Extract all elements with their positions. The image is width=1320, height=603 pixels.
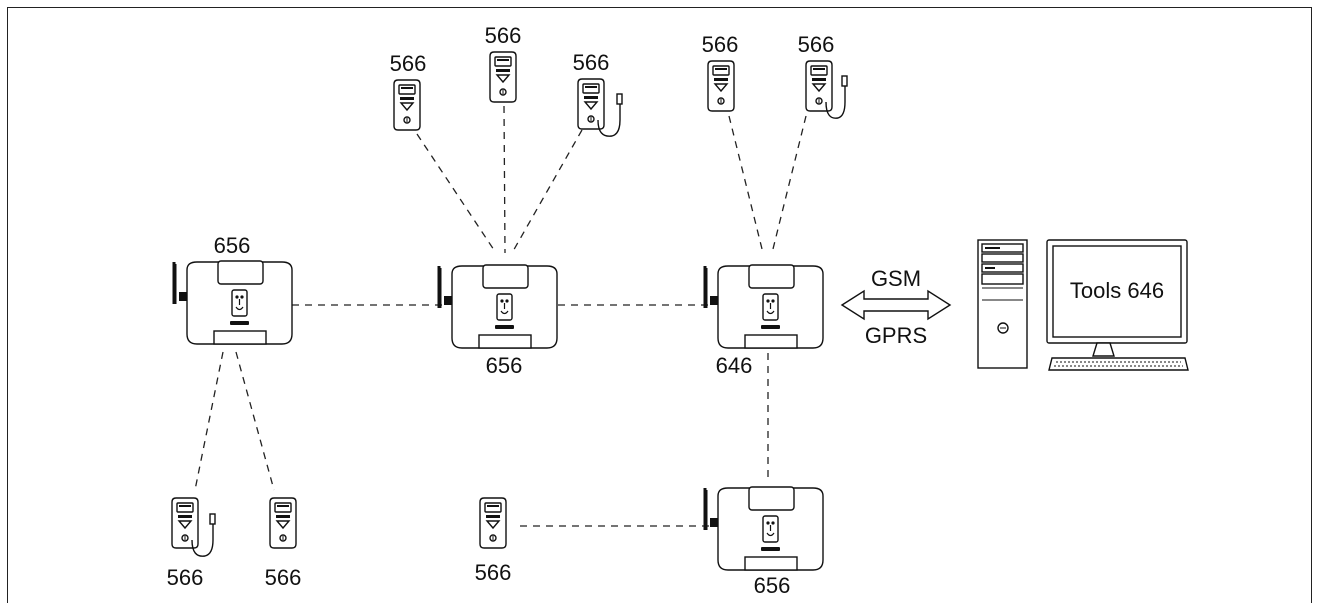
sensor-label: 566	[702, 32, 739, 57]
computer-tower-icon	[977, 239, 1028, 369]
links	[194, 105, 807, 527]
gsm-label: GSM	[871, 266, 921, 291]
sensor-bottom-3: 566	[475, 497, 512, 585]
double-arrow-icon	[840, 289, 952, 321]
sensor-label: 566	[390, 51, 427, 76]
gprs-label: GPRS	[865, 323, 927, 348]
sensor-top-3: 566	[573, 50, 623, 137]
link-sensor-1	[416, 133, 497, 254]
probe-sensor-icon	[577, 78, 605, 130]
link-sensor-4	[728, 115, 764, 254]
sensor-top-5: 566	[798, 32, 848, 119]
sensor-label: 566	[485, 23, 522, 48]
gateway-icon	[703, 485, 825, 572]
monitor-screen-label: Tools 646	[1070, 278, 1164, 303]
gateway-label: 656	[754, 573, 791, 598]
sensor-top-2: 566	[485, 23, 522, 103]
sensor-icon	[707, 60, 735, 112]
sensor-label: 566	[798, 32, 835, 57]
sensor-icon	[489, 51, 517, 103]
gateway-656-center: 656	[437, 263, 559, 378]
link-sensor-2	[503, 105, 506, 254]
sensor-label: 566	[265, 565, 302, 590]
gsm-gprs-link: GSM GPRS	[840, 266, 952, 348]
gateway-label: 656	[486, 353, 523, 378]
link-sensor-7	[235, 351, 275, 491]
sensor-bottom-1: 566	[167, 497, 216, 590]
gateway-656-left: 656	[172, 233, 294, 346]
sensor-icon	[393, 79, 421, 131]
sensor-bottom-2: 566	[265, 497, 302, 590]
gateway-icon	[703, 263, 825, 350]
probe-sensor-icon	[171, 497, 199, 549]
sensor-top-1: 566	[390, 51, 427, 131]
monitor-icon: Tools 646	[1046, 239, 1188, 357]
gateway-646-main: 646	[703, 263, 825, 378]
sensor-icon	[269, 497, 297, 549]
probe-sensor-icon	[805, 60, 833, 112]
gateway-icon	[437, 263, 559, 350]
gateway-label: 646	[716, 353, 753, 378]
gateway-656-bottom: 656	[703, 485, 825, 598]
gateway-label: 656	[214, 233, 251, 258]
keyboard-icon	[1048, 357, 1189, 371]
sensor-top-4: 566	[702, 32, 739, 112]
link-sensor-5	[771, 115, 807, 254]
link-sensor-6	[194, 351, 224, 491]
sensor-icon	[479, 497, 507, 549]
link-sensor-3	[511, 129, 583, 254]
sensor-label: 566	[573, 50, 610, 75]
sensor-label: 566	[167, 565, 204, 590]
sensor-label: 566	[475, 560, 512, 585]
